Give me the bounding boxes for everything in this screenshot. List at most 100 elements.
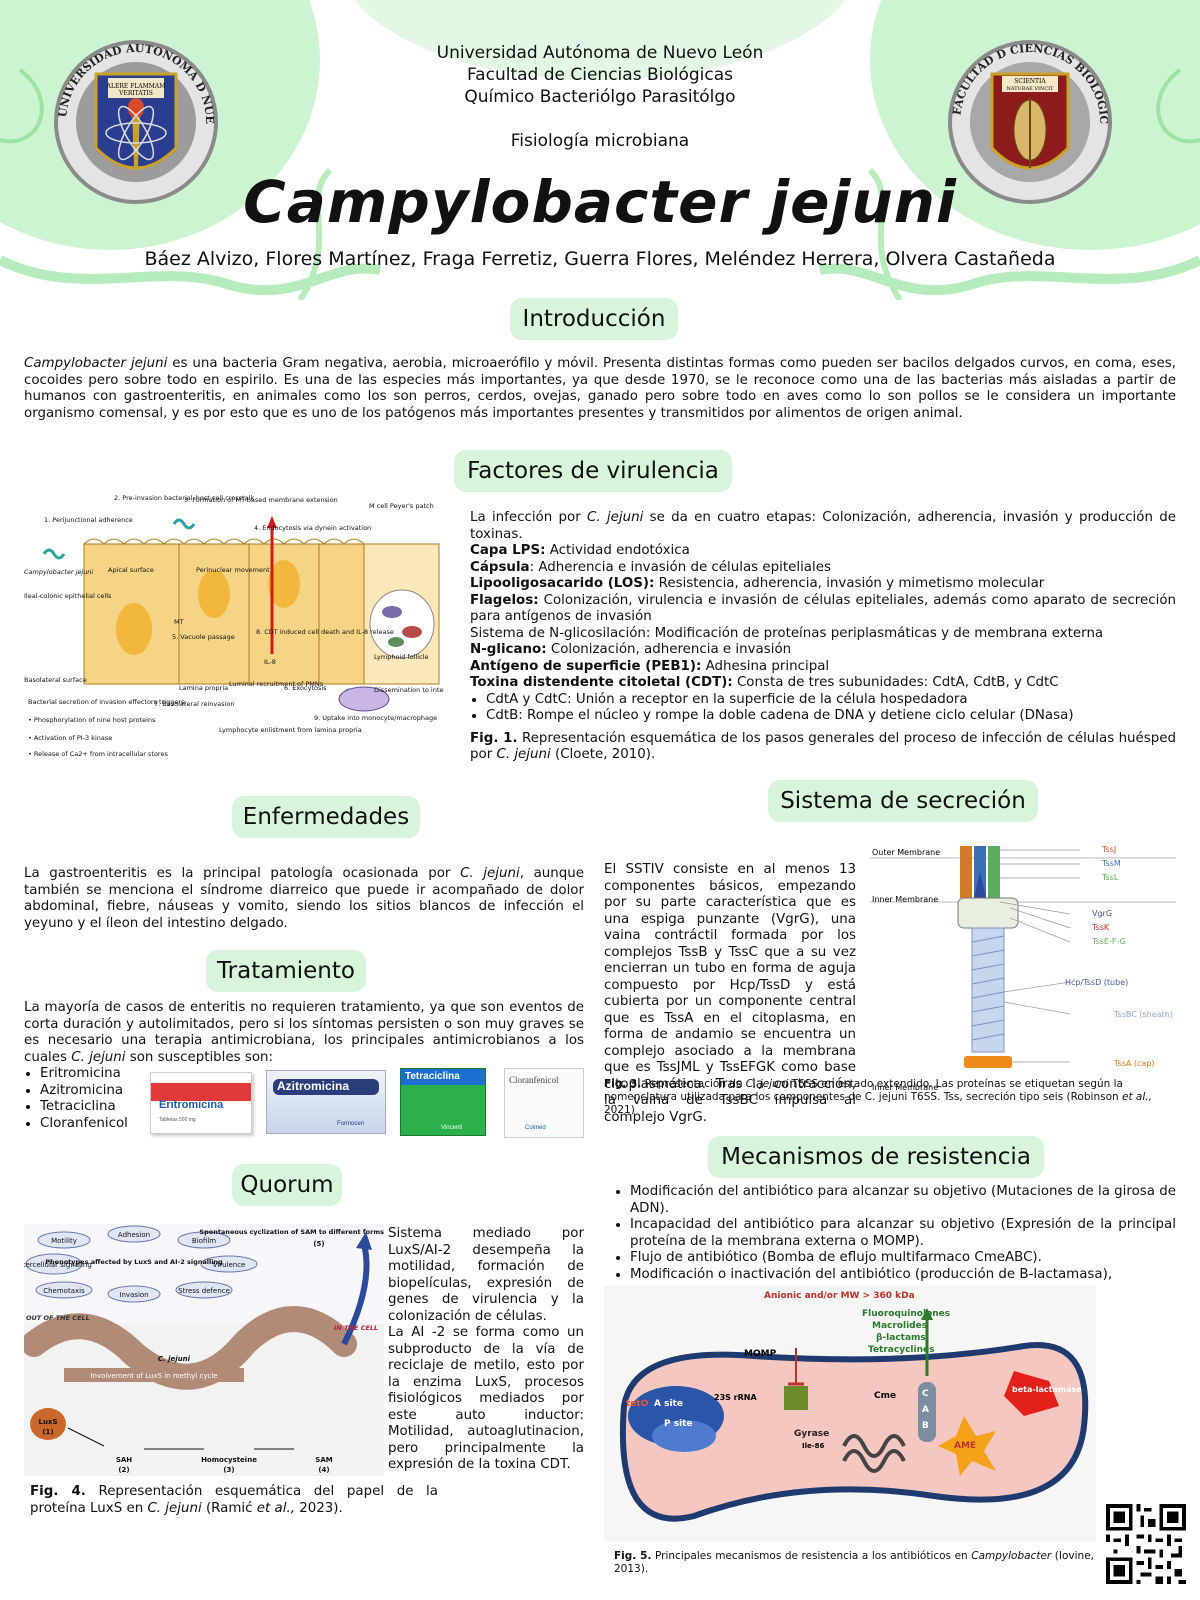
virulence-heading: Factores de virulencia — [454, 450, 732, 492]
virulence-item: Toxina distendente citoletal (CDT): Cons… — [470, 675, 1059, 690]
university-name: Universidad Autónoma de Nuevo León — [436, 43, 764, 63]
fig5-caption: Fig. 5. Principales mecanismos de resist… — [614, 1550, 1094, 1575]
diseases-text: La gastroenteritis es la principal patol… — [24, 866, 584, 931]
svg-text:LuxS: LuxS — [38, 1418, 57, 1426]
svg-text:Ile-86: Ile-86 — [802, 1442, 825, 1450]
svg-text:MOMP: MOMP — [744, 1349, 777, 1359]
svg-text:Stress defence: Stress defence — [178, 1287, 230, 1295]
svg-text:Phenotypes affected by LuxS an: Phenotypes affected by LuxS and AI-2 sig… — [45, 1258, 223, 1266]
svg-text:SAH: SAH — [116, 1456, 132, 1464]
svg-text:OUT OF THE CELL: OUT OF THE CELL — [26, 1314, 90, 1322]
svg-text:β-lactams: β-lactams — [876, 1333, 926, 1343]
resistance-list: Modificación del antibiótico para alcanz… — [614, 1184, 1176, 1283]
svg-text:TssE-F-G: TssE-F-G — [1091, 937, 1126, 946]
svg-text:Basolateral surface: Basolateral surface — [24, 676, 87, 684]
svg-text:beta-lactamase: beta-lactamase — [1012, 1385, 1082, 1394]
svg-text:Homocysteine: Homocysteine — [201, 1456, 257, 1464]
resistance-item: Flujo de antibiótico (Bomba de eflujo mu… — [630, 1250, 1176, 1267]
drug-box-eritromicina: Eritromicina Tabletas 500 mg — [150, 1072, 252, 1134]
svg-text:Virulence: Virulence — [213, 1261, 246, 1269]
svg-text:Spontaneous cyclization of SAM: Spontaneous cyclization of SAM to differ… — [199, 1228, 384, 1236]
svg-text:Macrolides: Macrolides — [872, 1321, 927, 1331]
resistance-heading: Mecanismos de resistencia — [708, 1136, 1044, 1178]
svg-text:Biofilm: Biofilm — [192, 1237, 216, 1245]
svg-text:M cell Peyer's patch: M cell Peyer's patch — [369, 502, 434, 510]
svg-text:SCIENTIA: SCIENTIA — [1014, 78, 1046, 85]
svg-text:(2): (2) — [118, 1466, 129, 1474]
svg-text:Lymphocyte enlistment from lam: Lymphocyte enlistment from lamina propri… — [219, 726, 362, 734]
svg-text:Campylobacter jejuni: Campylobacter jejuni — [24, 568, 93, 576]
svg-text:tetO: tetO — [626, 1399, 649, 1409]
drug-item: Azitromicina — [40, 1083, 154, 1100]
drug-item: Eritromicina — [40, 1066, 154, 1083]
t6ss-diagram: Outer Membrane Inner Membrane Inner Memb… — [870, 842, 1176, 1092]
course-name: Fisiología microbiana — [510, 131, 690, 151]
svg-text:P site: P site — [664, 1419, 693, 1429]
svg-text:(1): (1) — [42, 1428, 53, 1436]
svg-text:SAM: SAM — [315, 1456, 332, 1464]
secretion-text: El SSTIV consiste en al menos 13 compone… — [604, 862, 856, 1125]
secretion-heading: Sistema de secreción — [768, 780, 1038, 822]
svg-text:• Release of Ca2+ from intrace: • Release of Ca2+ from intracellular sto… — [28, 750, 168, 758]
virulence-item: Capa LPS: Actividad endotóxica — [470, 543, 690, 558]
drug-item: Cloranfenicol — [40, 1116, 154, 1133]
cdt-bullet: CdtA y CdtC: Unión a receptor en la supe… — [486, 692, 1176, 709]
svg-text:2. Pre-invasion bacterial–host: 2. Pre-invasion bacterial–host cell cros… — [114, 494, 254, 502]
drug-box-azitromicina: Azitromicina Formocen — [266, 1070, 386, 1134]
svg-text:TssK: TssK — [1091, 923, 1110, 932]
drug-list: Eritromicina Azitromicina Tetraciclina C… — [24, 1066, 154, 1132]
virulence-text: La infección por C. jejuni se da en cuat… — [470, 510, 1176, 764]
svg-text:IN THE CELL: IN THE CELL — [334, 1324, 378, 1332]
svg-text:TssA (cap): TssA (cap) — [1113, 1059, 1155, 1068]
svg-text:Gyrase: Gyrase — [794, 1429, 829, 1439]
cdt-bullet: CdtB: Rompe el núcleo y rompe la doble c… — [486, 708, 1176, 725]
virulence-item: Cápsula: Adherencia e invasión de célula… — [470, 559, 831, 575]
fcb-logo: SCIENTIA NATURAE VINCIT FACULTAD D CIENC… — [946, 38, 1112, 204]
svg-text:(4): (4) — [318, 1466, 329, 1474]
svg-text:Cme: Cme — [874, 1391, 896, 1401]
svg-text:Tetracyclines: Tetracyclines — [868, 1345, 934, 1355]
svg-text:(3): (3) — [223, 1466, 234, 1474]
svg-text:Ileal-colonic epithelial cells: Ileal-colonic epithelial cells — [24, 592, 112, 600]
program-name: Químico Bacteriólgo Parasitólgo — [464, 87, 736, 107]
svg-text:Intercellular signaling: Intercellular signaling — [24, 1261, 92, 1269]
intro-heading: Introducción — [510, 298, 678, 340]
svg-text:Lamina propria: Lamina propria — [179, 684, 228, 692]
intro-text: Campylobacter jejuni es una bacteria Gra… — [24, 356, 1176, 421]
svg-text:4. Endocytosis via dynein acti: 4. Endocytosis via dynein activation — [254, 524, 371, 532]
fig1-caption: Fig. 1. Representación esquemática de lo… — [470, 730, 1176, 763]
svg-text:1. Perijunctional adherence: 1. Perijunctional adherence — [44, 516, 133, 524]
svg-text:B: B — [922, 1421, 929, 1431]
svg-text:A: A — [922, 1405, 929, 1415]
svg-text:Invasion: Invasion — [119, 1291, 148, 1299]
treatment-heading: Tratamiento — [206, 950, 366, 992]
svg-text:Outer Membrane: Outer Membrane — [872, 848, 940, 857]
resistance-diagram: Anionic and/or MW > 360 kDa MOMP Fluoroq… — [604, 1286, 1096, 1542]
treatment-text: La mayoría de casos de enteritis no requ… — [24, 1000, 584, 1065]
svg-text:TssM: TssM — [1101, 859, 1121, 868]
svg-text:5. Vacuole passage: 5. Vacuole passage — [172, 633, 235, 641]
svg-text:MT: MT — [174, 618, 184, 626]
quorum-heading: Quorum — [232, 1164, 342, 1206]
svg-text:Anionic and/or MW > 360 kDa: Anionic and/or MW > 360 kDa — [764, 1291, 915, 1301]
infection-diagram: 1. Perijunctional adherence 2. Pre-invas… — [24, 494, 444, 778]
svg-text:Perinuclear movement: Perinuclear movement — [196, 566, 270, 574]
svg-text:C. jejuni: C. jejuni — [158, 1355, 191, 1363]
drug-box-cloranfenicol: Cloranfenicol Colmed — [504, 1068, 584, 1138]
svg-text:23S rRNA: 23S rRNA — [714, 1393, 757, 1402]
svg-text:Inner Membrane: Inner Membrane — [872, 895, 938, 904]
virulence-item: Flagelos: Colonización, virulencia e inv… — [470, 592, 1176, 625]
svg-text:Adhesion: Adhesion — [118, 1231, 150, 1239]
svg-text:VERITATIS: VERITATIS — [118, 90, 153, 97]
drug-item: Tetraciclina — [40, 1099, 154, 1116]
svg-text:• Phosphorylation of nine host: • Phosphorylation of nine host proteins — [28, 716, 156, 724]
uanl-motto: ALERE FLAMMAM — [106, 83, 166, 90]
svg-text:IL-8: IL-8 — [264, 658, 276, 666]
svg-text:Involvement of LuxS in methyl: Involvement of LuxS in methyl cycle — [90, 1372, 217, 1380]
faculty-name: Facultad de Ciencias Biológicas — [466, 65, 734, 85]
svg-text:3. Formation of MT-based membr: 3. Formation of MT-based membrane extens… — [184, 496, 338, 504]
qr-code[interactable] — [1106, 1504, 1186, 1584]
resistance-item: Modificación del antibiótico para alcanz… — [630, 1184, 1176, 1217]
resistance-item: Incapacidad del antibiótico para alcanza… — [630, 1217, 1176, 1250]
